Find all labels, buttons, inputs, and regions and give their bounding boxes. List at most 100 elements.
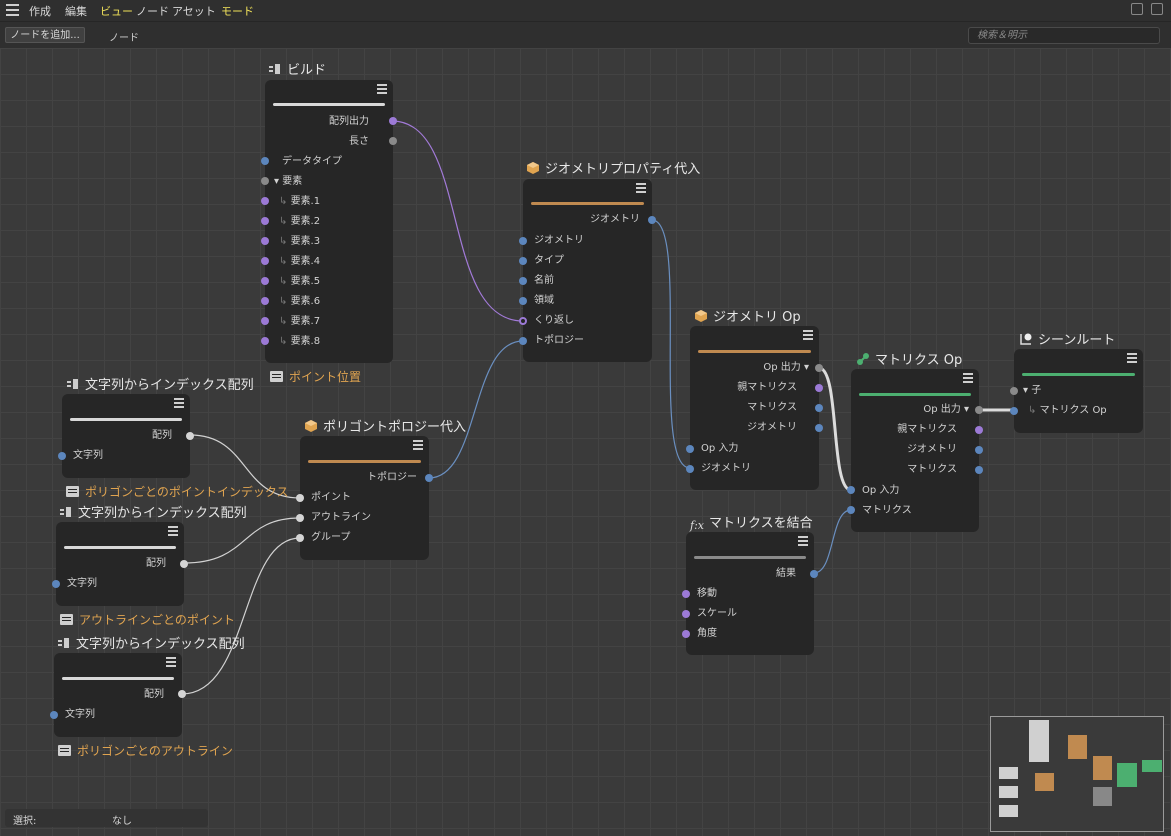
geometry-cube-icon xyxy=(527,162,539,174)
port-elements[interactable]: ▾ 要素 xyxy=(274,176,303,187)
node-build[interactable]: 配列出力 長さ データタイプ ▾ 要素 ↳ 要素.1 ↳ 要素.2 ↳ 要素.3… xyxy=(261,80,397,363)
port-dot[interactable] xyxy=(975,466,983,474)
port-dot[interactable] xyxy=(261,257,269,265)
port-dot[interactable] xyxy=(975,446,983,454)
port-dot[interactable] xyxy=(261,197,269,205)
menu-mode[interactable]: モード xyxy=(221,5,254,18)
port-outline: アウトライン xyxy=(311,512,371,523)
port-dot[interactable] xyxy=(296,534,304,542)
port-dot[interactable] xyxy=(261,277,269,285)
port-dot[interactable] xyxy=(186,432,194,440)
port-dot[interactable] xyxy=(1010,387,1018,395)
port-dot[interactable] xyxy=(519,237,527,245)
node-menu-icon[interactable] xyxy=(174,398,184,408)
port-dot[interactable] xyxy=(52,580,60,588)
port-dot[interactable] xyxy=(682,590,690,598)
node-strindex3[interactable]: 配列 文字列 xyxy=(50,653,186,737)
node-combine[interactable]: 結果 移動 スケール 角度 xyxy=(682,532,818,655)
port-dot[interactable] xyxy=(425,474,433,482)
node-strindex1[interactable]: 配列 文字列 xyxy=(58,394,194,478)
port-dot[interactable] xyxy=(261,237,269,245)
node-menu-icon[interactable] xyxy=(168,526,178,536)
port-dot[interactable] xyxy=(975,426,983,434)
node-matrixop[interactable]: Op 出力 ▾ 親マトリクス ジオメトリ マトリクス Op 入力 マトリクス xyxy=(847,369,983,532)
port-dot[interactable] xyxy=(519,317,527,325)
port-dot[interactable] xyxy=(296,514,304,522)
port-element-3: ↳ 要素.3 xyxy=(279,236,321,247)
search-input[interactable]: 検索＆明示 xyxy=(968,27,1160,44)
lock-icon[interactable] xyxy=(1131,3,1143,15)
port-dot[interactable] xyxy=(975,406,983,414)
port-dot[interactable] xyxy=(810,570,818,578)
port-element-7: ↳ 要素.7 xyxy=(279,316,321,327)
toolbar-node-label: ノード xyxy=(109,33,139,44)
port-dot[interactable] xyxy=(648,216,656,224)
add-node-button[interactable]: ノードを追加... xyxy=(5,27,85,43)
port-dot[interactable] xyxy=(296,494,304,502)
port-array: 配列 xyxy=(152,430,172,441)
port-dot[interactable] xyxy=(519,257,527,265)
port-dot[interactable] xyxy=(847,506,855,514)
node-menu-icon[interactable] xyxy=(413,440,423,450)
port-dot[interactable] xyxy=(686,465,694,473)
node-bar xyxy=(70,418,182,421)
port-geometry-out: ジオメトリ xyxy=(747,422,797,433)
node-menu-icon[interactable] xyxy=(636,183,646,193)
port-dot[interactable] xyxy=(261,217,269,225)
port-dot[interactable] xyxy=(389,117,397,125)
port-dot[interactable] xyxy=(261,177,269,185)
menu-create[interactable]: 作成 xyxy=(29,5,51,18)
port-dot[interactable] xyxy=(519,297,527,305)
port-dot[interactable] xyxy=(178,690,186,698)
menu-asset[interactable]: アセット xyxy=(172,5,216,18)
port-dot[interactable] xyxy=(815,424,823,432)
port-dot[interactable] xyxy=(682,610,690,618)
node-bar xyxy=(273,103,385,106)
port-dot[interactable] xyxy=(519,337,527,345)
node-menu-icon[interactable] xyxy=(1127,353,1137,363)
menu-edit[interactable]: 編集 xyxy=(65,5,87,18)
port-dot[interactable] xyxy=(847,486,855,494)
node-menu-icon[interactable] xyxy=(803,330,813,340)
port-child[interactable]: ▾ 子 xyxy=(1023,385,1042,396)
port-domain: 領域 xyxy=(534,295,554,306)
node-menu-icon[interactable] xyxy=(798,536,808,546)
port-dot[interactable] xyxy=(58,452,66,460)
new-window-icon[interactable] xyxy=(1151,3,1163,15)
port-element-6: ↳ 要素.6 xyxy=(279,296,321,307)
node-strindex2[interactable]: 配列 文字列 xyxy=(52,522,188,606)
port-dot[interactable] xyxy=(50,711,58,719)
minimap[interactable] xyxy=(990,716,1164,832)
port-dot[interactable] xyxy=(519,277,527,285)
node-menu-icon[interactable] xyxy=(963,373,973,383)
node-geomprop[interactable]: ジオメトリ ジオメトリ タイプ 名前 領域 くり返し トポロジー xyxy=(519,179,656,362)
port-element-5: ↳ 要素.5 xyxy=(279,276,321,287)
port-geometry-out: ジオメトリ xyxy=(590,214,640,225)
port-dot[interactable] xyxy=(815,364,823,372)
hamburger-menu-icon[interactable] xyxy=(6,4,19,16)
port-dot[interactable] xyxy=(180,560,188,568)
node-polytopo[interactable]: トポロジー ポイント アウトライン グループ xyxy=(296,436,433,560)
node-sceneroot[interactable]: ▾ 子 ↳ マトリクス Op xyxy=(1010,349,1143,433)
port-dot[interactable] xyxy=(1010,407,1018,415)
port-dot[interactable] xyxy=(261,337,269,345)
port-dot[interactable] xyxy=(686,445,694,453)
port-element-4: ↳ 要素.4 xyxy=(279,256,321,267)
menu-node[interactable]: ノード xyxy=(136,5,169,18)
node-menu-icon[interactable] xyxy=(166,657,176,667)
node-menu-icon[interactable] xyxy=(377,84,387,94)
minimap-node xyxy=(999,805,1018,817)
port-scale: スケール xyxy=(697,608,737,619)
port-dot[interactable] xyxy=(261,317,269,325)
node-bar xyxy=(62,677,174,680)
port-dot[interactable] xyxy=(261,157,269,165)
menu-view[interactable]: ビュー xyxy=(100,5,133,18)
port-dot[interactable] xyxy=(815,384,823,392)
node-geomop[interactable]: Op 出力 ▾ 親マトリクス マトリクス ジオメトリ Op 入力 ジオメトリ xyxy=(686,326,823,490)
port-dot[interactable] xyxy=(682,630,690,638)
port-dot[interactable] xyxy=(815,404,823,412)
port-dot[interactable] xyxy=(261,297,269,305)
port-dot[interactable] xyxy=(389,137,397,145)
port-array: 配列 xyxy=(146,558,166,569)
